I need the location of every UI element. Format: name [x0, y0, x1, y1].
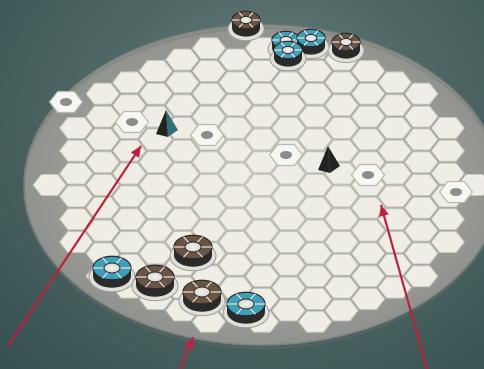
teal-game-piece[interactable] [89, 256, 135, 292]
brown-game-piece[interactable] [179, 280, 225, 316]
teal-game-piece[interactable] [270, 41, 306, 70]
annotation-arrow [180, 337, 193, 369]
brown-game-piece[interactable] [132, 265, 178, 301]
brown-game-piece[interactable] [170, 235, 216, 271]
brown-game-piece[interactable] [328, 33, 364, 62]
brown-game-piece[interactable] [228, 11, 264, 40]
teal-game-piece[interactable] [223, 292, 269, 328]
